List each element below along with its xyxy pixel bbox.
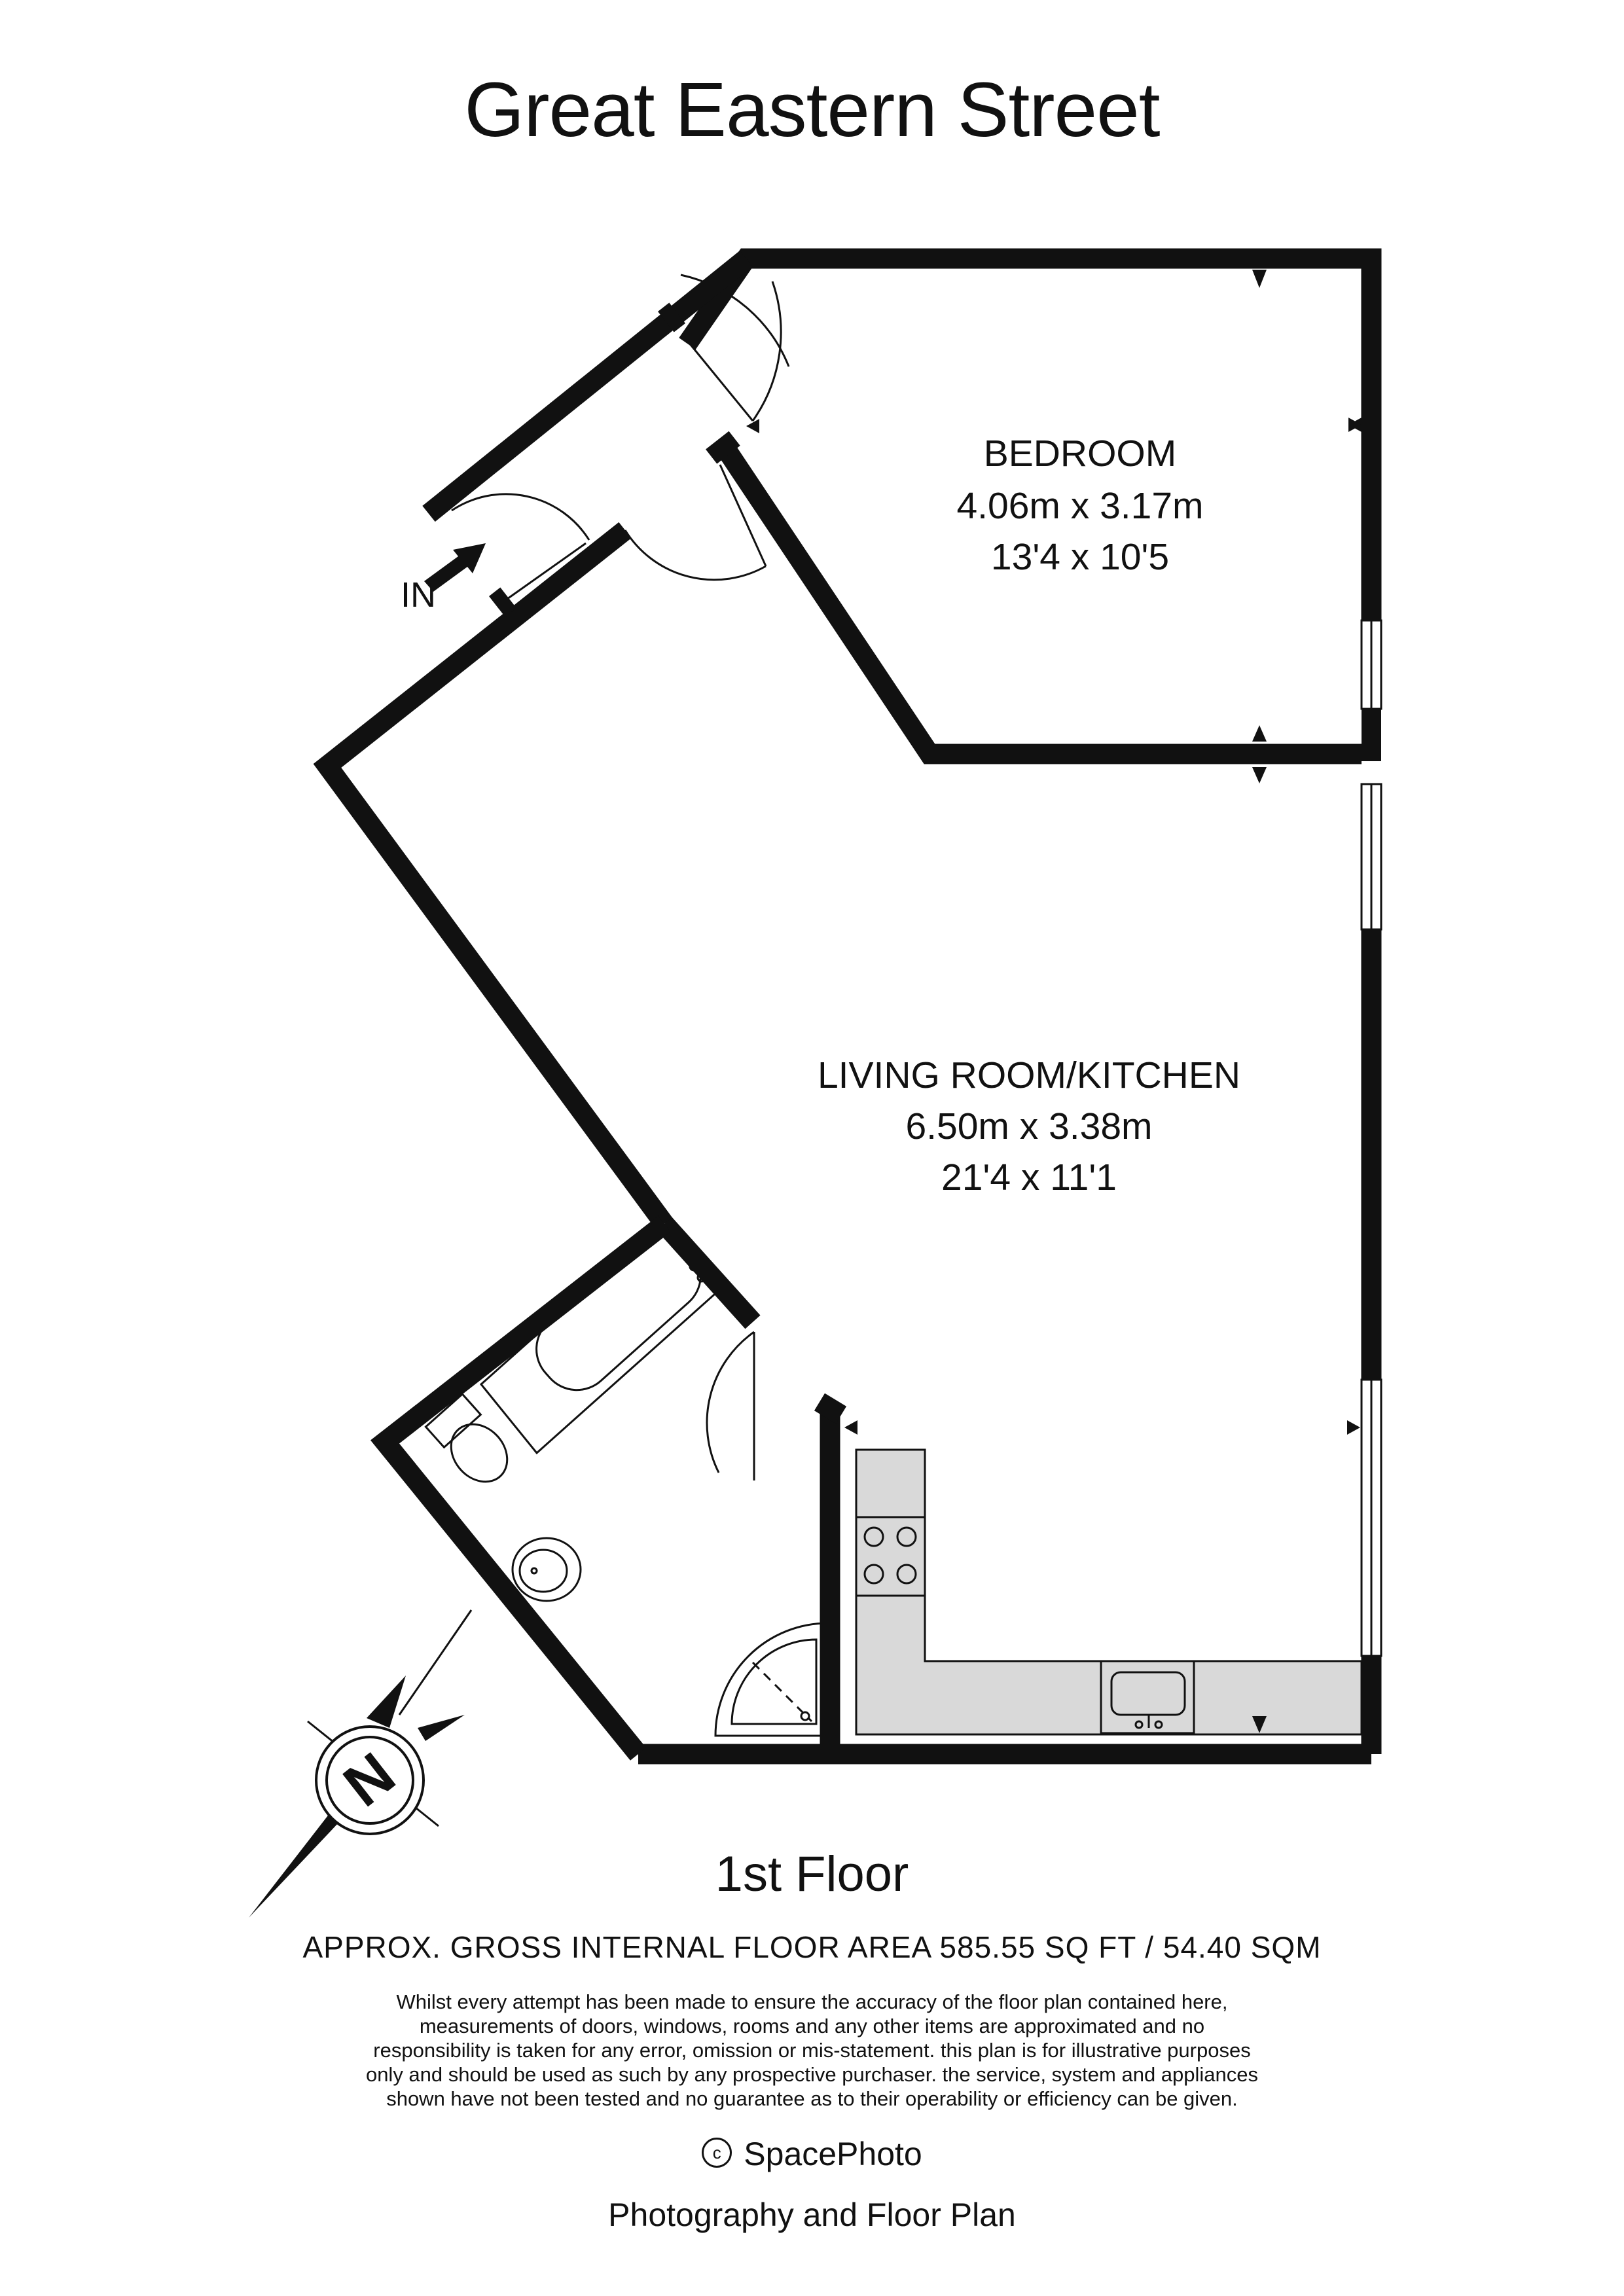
copyright-icon: c — [702, 2137, 732, 2168]
floor-name: 1st Floor — [715, 1846, 909, 1902]
hob — [855, 1516, 926, 1597]
disclaimer-line: shown have not been tested and no guaran… — [386, 2087, 1238, 2110]
wall-north-east — [679, 248, 1382, 620]
plan-title: Great Eastern Street — [464, 67, 1160, 153]
wall-bedroom-west — [715, 439, 1362, 764]
disclaimer-line: Whilst every attempt has been made to en… — [396, 1990, 1228, 2013]
entrance-arrow-icon — [424, 543, 486, 592]
disclaimer-line: only and should be used as such by any p… — [365, 2063, 1259, 2086]
room-imperial: 21'4 x 11'1 — [941, 1157, 1117, 1198]
floor-area: APPROX. GROSS INTERNAL FLOOR AREA 585.55… — [302, 1930, 1322, 1964]
wall-bath-west — [370, 1215, 671, 1761]
dimension-markers — [746, 270, 1362, 1733]
credit: c SpacePhoto — [0, 2135, 1624, 2173]
disclaimer-line: measurements of doors, windows, rooms an… — [419, 2015, 1205, 2037]
compass-icon: N — [249, 1609, 473, 1918]
wall-bath-north — [657, 1217, 761, 1329]
disclaimer-line: responsibility is taken for any error, o… — [373, 2039, 1251, 2062]
room-label-bedroom: BEDROOM 4.06m x 3.17m 13'4 x 10'5 — [956, 433, 1203, 578]
wall-living-west — [313, 522, 673, 1230]
tagline: Photography and Floor Plan — [608, 2197, 1016, 2233]
room-name: LIVING ROOM/KITCHEN — [818, 1054, 1240, 1096]
entrance-label: IN — [401, 575, 436, 615]
toilet — [424, 1392, 509, 1483]
bathroom-basin — [511, 1537, 582, 1602]
room-metric: 4.06m x 3.17m — [956, 485, 1203, 527]
disclaimer: Whilst every attempt has been made to en… — [249, 1990, 1375, 2111]
room-imperial: 13'4 x 10'5 — [991, 536, 1169, 578]
wall-north-west — [422, 250, 753, 522]
room-label-living: LIVING ROOM/KITCHEN 6.50m x 3.38m 21'4 x… — [818, 1054, 1240, 1198]
brand-name: SpacePhoto — [744, 2136, 922, 2172]
shower-tray — [714, 1622, 829, 1737]
kitchen-counter — [855, 1448, 1363, 1736]
windows — [1360, 619, 1382, 1657]
room-name: BEDROOM — [984, 433, 1177, 475]
door-jambs — [489, 302, 740, 617]
kitchen-sink — [1100, 1660, 1195, 1734]
wall-bath-stub — [814, 1393, 847, 1424]
walls — [313, 248, 1382, 1765]
room-metric: 6.50m x 3.38m — [905, 1105, 1152, 1147]
